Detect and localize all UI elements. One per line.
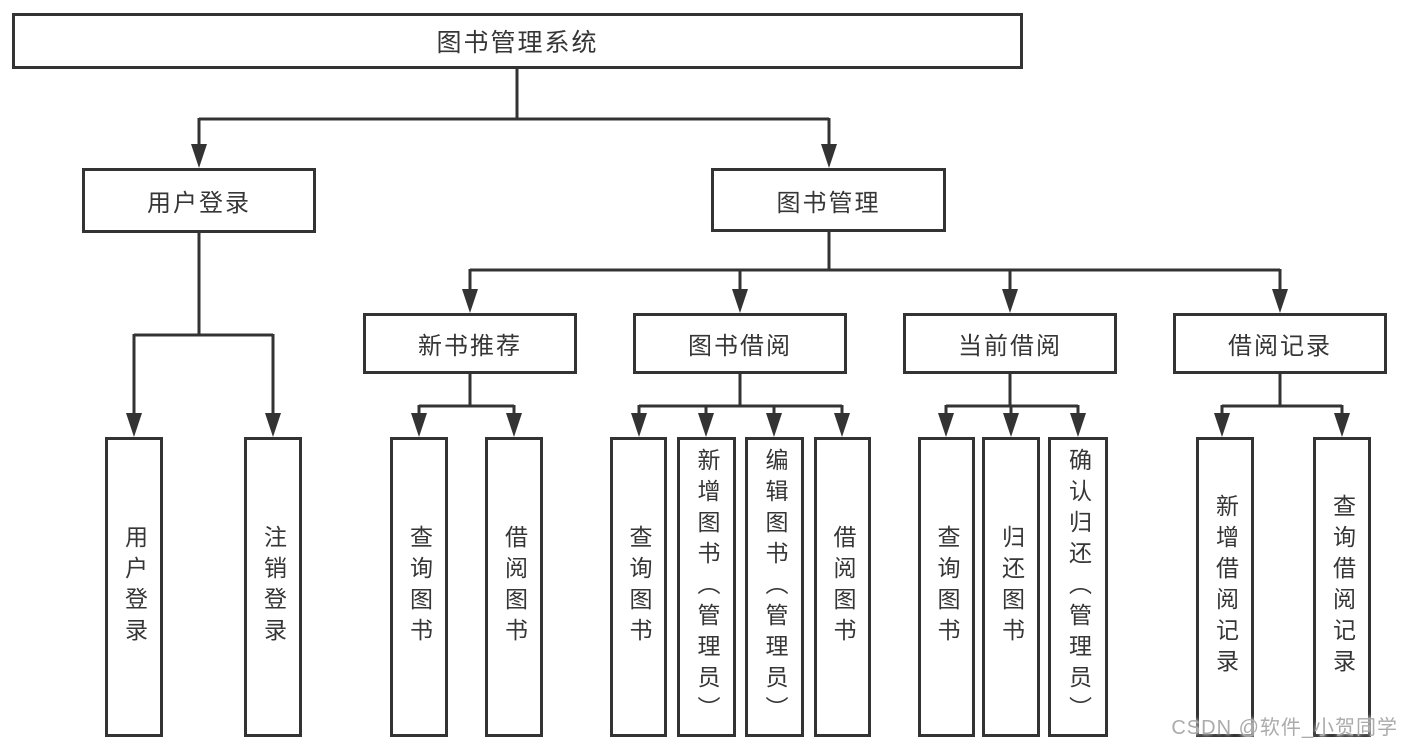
- arrowheads: [126, 144, 1350, 437]
- node-logout-action: 注销登录: [244, 437, 302, 737]
- node-login-action: 用户登录: [105, 437, 163, 737]
- node-book-borrow-label: 图书借阅: [688, 333, 792, 360]
- node-br-query-record-label: 查询借阅记录: [1329, 494, 1356, 680]
- node-nbr-borrow-book: 借阅图书: [485, 437, 543, 737]
- node-cb-return-book-label: 归还图书: [998, 525, 1025, 649]
- node-nbr-borrow-book-label: 借阅图书: [501, 525, 528, 649]
- node-new-book-recommend-label: 新书推荐: [418, 333, 522, 360]
- node-root: 图书管理系统: [12, 13, 1023, 69]
- node-bb-borrow-book: 借阅图书: [814, 437, 871, 737]
- node-borrow-records-label: 借阅记录: [1228, 333, 1332, 360]
- node-borrow-records: 借阅记录: [1173, 313, 1387, 374]
- node-nbr-query-book-label: 查询图书: [406, 525, 433, 649]
- node-bb-add-book-admin: 新增图书（管理员）: [677, 437, 736, 737]
- node-book-management-label: 图书管理: [776, 189, 881, 217]
- node-br-add-record-label: 新增借阅记录: [1212, 494, 1239, 680]
- node-bb-add-book-admin-label: 新增图书（管理员）: [694, 447, 720, 727]
- node-new-book-recommend: 新书推荐: [363, 313, 577, 374]
- node-book-borrow: 图书借阅: [633, 313, 847, 374]
- node-user-login-label: 用户登录: [147, 190, 251, 217]
- node-br-add-record: 新增借阅记录: [1196, 437, 1254, 737]
- node-cb-confirm-return-admin: 确认归还（管理员）: [1048, 437, 1108, 737]
- node-login-action-label: 用户登录: [121, 525, 148, 649]
- node-logout-action-label: 注销登录: [260, 525, 287, 649]
- node-cb-confirm-return-admin-label: 确认归还（管理员）: [1065, 447, 1092, 727]
- node-root-label: 图书管理系统: [436, 29, 599, 57]
- node-nbr-query-book: 查询图书: [390, 437, 448, 737]
- node-current-borrow: 当前借阅: [903, 313, 1117, 374]
- node-bb-query-book-label: 查询图书: [626, 525, 652, 649]
- node-current-borrow-label: 当前借阅: [958, 333, 1062, 360]
- node-bb-edit-book-admin: 编辑图书（管理员）: [745, 437, 804, 737]
- node-cb-return-book: 归还图书: [982, 437, 1040, 737]
- node-bb-edit-book-admin-label: 编辑图书（管理员）: [762, 447, 788, 727]
- node-user-login: 用户登录: [82, 168, 316, 233]
- node-br-query-record: 查询借阅记录: [1313, 437, 1371, 737]
- node-bb-query-book: 查询图书: [610, 437, 667, 737]
- node-bb-borrow-book-label: 借阅图书: [830, 525, 856, 649]
- node-cb-query-book: 查询图书: [918, 437, 975, 737]
- node-cb-query-book-label: 查询图书: [934, 525, 960, 649]
- node-book-management: 图书管理: [711, 168, 946, 232]
- watermark: CSDN @软件_小贺同学: [1171, 717, 1398, 739]
